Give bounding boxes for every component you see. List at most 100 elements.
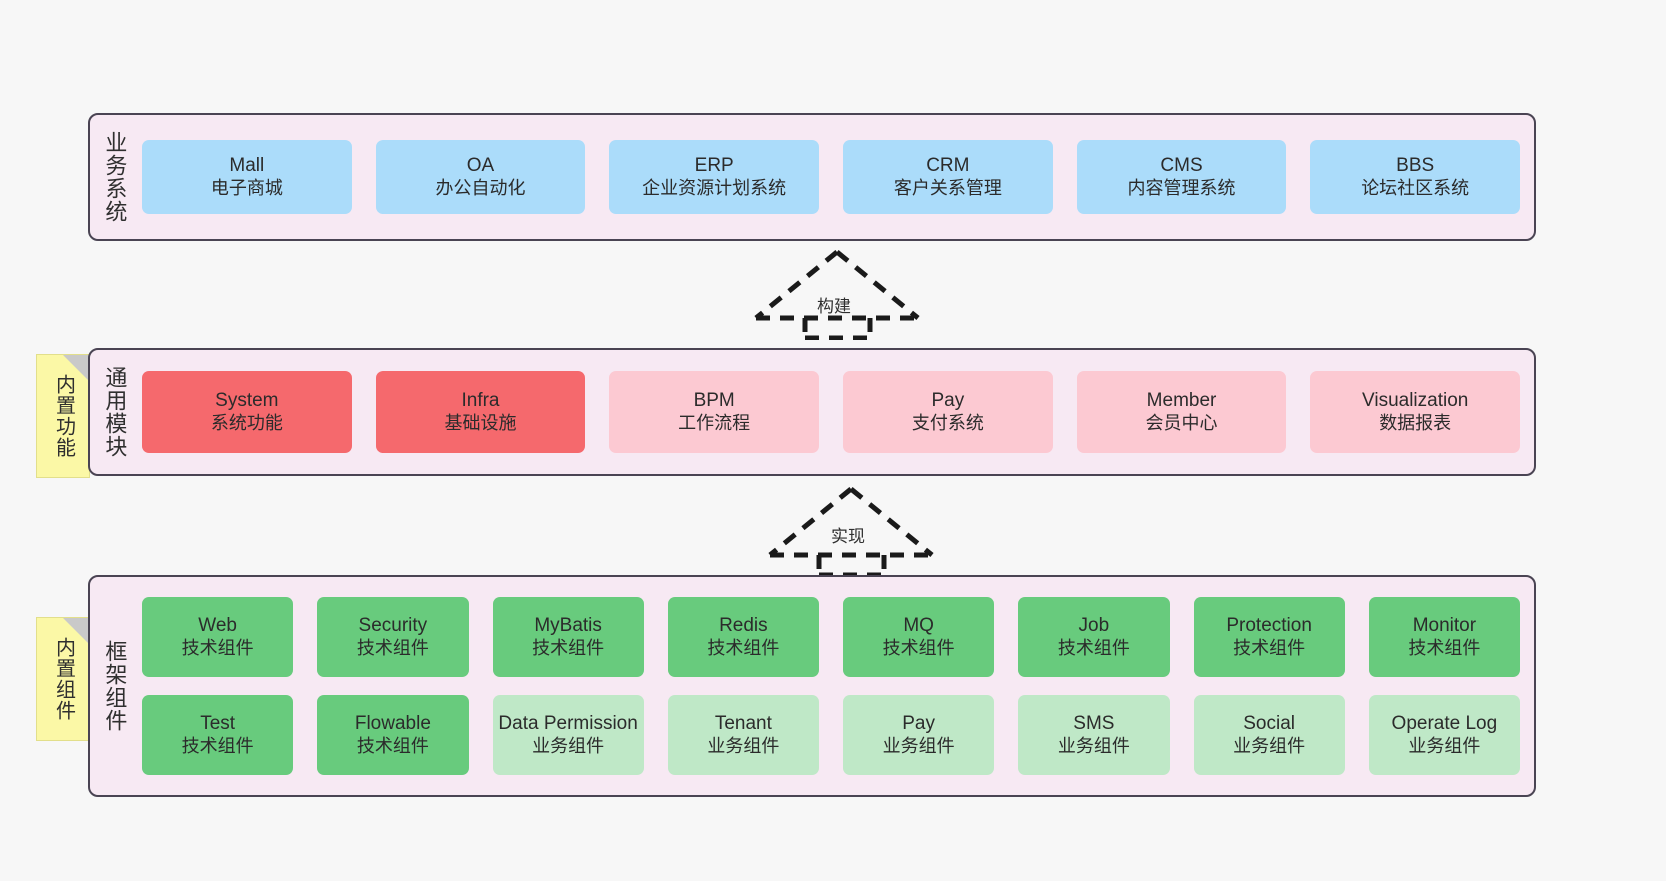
card-title: Monitor <box>1412 614 1477 636</box>
card-title: Pay <box>931 389 965 411</box>
card-title: BPM <box>693 389 735 411</box>
card-subtitle: 业务组件 <box>1057 736 1130 757</box>
card-subtitle: 技术组件 <box>356 736 429 757</box>
card-subtitle: 业务组件 <box>532 736 605 757</box>
card-job[interactable]: Job 技术组件 <box>1018 597 1170 677</box>
card-visualization[interactable]: Visualization 数据报表 <box>1310 371 1521 453</box>
card-title: Pay <box>902 712 935 734</box>
card-title: Protection <box>1226 614 1312 636</box>
card-subtitle: 技术组件 <box>181 736 254 757</box>
card-mall[interactable]: Mall 电子商城 <box>142 140 352 214</box>
card-web[interactable]: Web 技术组件 <box>142 597 294 677</box>
layer-common-module: 通用模块 System 系统功能 Infra 基础设施 BPM 工作流程 Pay… <box>88 348 1536 476</box>
card-cms[interactable]: CMS 内容管理系统 <box>1076 140 1287 214</box>
card-row: Mall 电子商城 OA 办公自动化 ERP 企业资源计划系统 CRM 客户关系… <box>142 140 1521 214</box>
card-subtitle: 技术组件 <box>707 638 780 659</box>
card-row: System 系统功能 Infra 基础设施 BPM 工作流程 Pay 支付系统… <box>142 371 1521 453</box>
note-fold-icon <box>63 355 89 381</box>
card-title: Mall <box>229 154 265 176</box>
card-test[interactable]: Test 技术组件 <box>142 695 294 775</box>
card-social[interactable]: Social 业务组件 <box>1193 695 1345 775</box>
card-title: Visualization <box>1362 389 1469 411</box>
card-subtitle: 论坛社区系统 <box>1361 178 1470 199</box>
card-subtitle: 技术组件 <box>356 638 429 659</box>
card-member[interactable]: Member 会员中心 <box>1076 371 1287 453</box>
note-fold-icon <box>63 618 89 644</box>
card-title: Flowable <box>354 712 431 734</box>
card-subtitle: 工作流程 <box>678 413 751 434</box>
card-monitor[interactable]: Monitor 技术组件 <box>1368 597 1520 677</box>
card-title: ERP <box>694 154 734 176</box>
card-pay-module[interactable]: Pay 支付系统 <box>843 371 1053 453</box>
layer-framework-component-body: Web 技术组件 Security 技术组件 MyBatis 技术组件 Redi… <box>138 577 1534 795</box>
card-infra[interactable]: Infra 基础设施 <box>375 371 586 453</box>
card-title: Infra <box>461 389 500 411</box>
card-title: CRM <box>926 154 970 176</box>
connector-build-label: 构建 <box>817 297 851 316</box>
note-builtin-functions: 内置功能 <box>36 354 90 478</box>
card-subtitle: 技术组件 <box>181 638 254 659</box>
card-mybatis[interactable]: MyBatis 技术组件 <box>492 597 644 677</box>
card-title: MQ <box>903 614 934 636</box>
card-title: SMS <box>1073 712 1115 734</box>
card-flowable[interactable]: Flowable 技术组件 <box>317 695 469 775</box>
card-subtitle: 内容管理系统 <box>1127 178 1236 199</box>
connector-implement-label: 实现 <box>831 527 865 546</box>
card-title: System <box>215 389 279 411</box>
card-security[interactable]: Security 技术组件 <box>317 597 469 677</box>
card-title: Security <box>358 614 428 636</box>
card-mq[interactable]: MQ 技术组件 <box>843 597 995 677</box>
layer-business-system-body: Mall 电子商城 OA 办公自动化 ERP 企业资源计划系统 CRM 客户关系… <box>138 115 1534 239</box>
card-row: Test 技术组件 Flowable 技术组件 Data Permission … <box>142 695 1520 775</box>
card-subtitle: 技术组件 <box>1057 638 1130 659</box>
card-bbs[interactable]: BBS 论坛社区系统 <box>1310 140 1521 214</box>
card-subtitle: 支付系统 <box>911 413 984 434</box>
card-subtitle: 业务组件 <box>882 736 955 757</box>
card-subtitle: 业务组件 <box>1233 736 1306 757</box>
card-subtitle: 技术组件 <box>532 638 605 659</box>
card-title: Job <box>1078 614 1110 636</box>
layer-framework-component: 框架组件 Web 技术组件 Security 技术组件 MyBatis 技术组件… <box>88 575 1536 797</box>
card-title: Data Permission <box>498 712 638 734</box>
card-subtitle: 业务组件 <box>707 736 780 757</box>
card-subtitle: 会员中心 <box>1145 413 1218 434</box>
card-bpm[interactable]: BPM 工作流程 <box>609 371 820 453</box>
card-data-permission[interactable]: Data Permission 业务组件 <box>492 695 644 775</box>
card-tenant[interactable]: Tenant 业务组件 <box>667 695 819 775</box>
card-operate-log[interactable]: Operate Log 业务组件 <box>1368 695 1520 775</box>
card-subtitle: 业务组件 <box>1408 736 1481 757</box>
layer-business-system-title: 业务系统 <box>102 131 128 223</box>
card-pay-component[interactable]: Pay 业务组件 <box>843 695 995 775</box>
card-protection[interactable]: Protection 技术组件 <box>1193 597 1345 677</box>
card-redis[interactable]: Redis 技术组件 <box>667 597 819 677</box>
card-subtitle: 基础设施 <box>444 413 517 434</box>
card-system[interactable]: System 系统功能 <box>142 371 352 453</box>
card-title: Redis <box>719 614 768 636</box>
card-title: CMS <box>1160 154 1203 176</box>
layer-framework-component-title: 框架组件 <box>102 640 128 732</box>
card-subtitle: 办公自动化 <box>435 178 526 199</box>
layer-common-module-body: System 系统功能 Infra 基础设施 BPM 工作流程 Pay 支付系统… <box>138 350 1534 474</box>
card-title: MyBatis <box>534 614 602 636</box>
card-title: Social <box>1243 712 1295 734</box>
card-subtitle: 系统功能 <box>210 413 283 434</box>
card-subtitle: 企业资源计划系统 <box>642 178 787 199</box>
card-crm[interactable]: CRM 客户关系管理 <box>843 140 1053 214</box>
card-sms[interactable]: SMS 业务组件 <box>1018 695 1170 775</box>
card-subtitle: 数据报表 <box>1379 413 1452 434</box>
layer-business-system: 业务系统 Mall 电子商城 OA 办公自动化 ERP 企业资源计划系统 CRM… <box>88 113 1536 241</box>
card-title: Tenant <box>714 712 772 734</box>
card-subtitle: 技术组件 <box>1408 638 1481 659</box>
card-title: OA <box>466 154 495 176</box>
card-erp[interactable]: ERP 企业资源计划系统 <box>609 140 820 214</box>
card-subtitle: 技术组件 <box>1233 638 1306 659</box>
card-title: Operate Log <box>1391 712 1498 734</box>
card-subtitle: 客户关系管理 <box>893 178 1002 199</box>
card-subtitle: 电子商城 <box>210 178 283 199</box>
card-subtitle: 技术组件 <box>882 638 955 659</box>
card-title: Web <box>198 614 237 636</box>
note-builtin-components: 内置组件 <box>36 617 90 741</box>
card-oa[interactable]: OA 办公自动化 <box>375 140 586 214</box>
card-title: Test <box>200 712 236 734</box>
